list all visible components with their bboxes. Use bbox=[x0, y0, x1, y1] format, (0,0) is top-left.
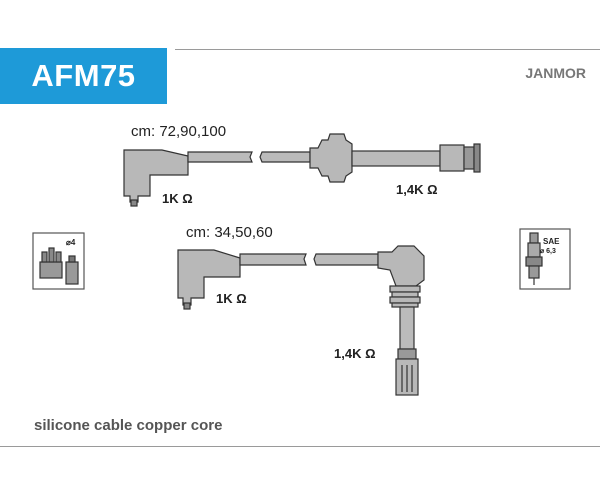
header-divider bbox=[175, 49, 600, 50]
cable-1-left-boot bbox=[123, 149, 189, 207]
brand-name: JANMOR bbox=[525, 65, 586, 81]
cable-2-right-connector bbox=[377, 245, 425, 396]
cable-2-lengths-label: cm: 34,50,60 bbox=[186, 224, 273, 241]
cable-1-lengths-label: cm: 72,90,100 bbox=[131, 123, 226, 140]
spark-plug-icon bbox=[519, 228, 571, 290]
cable-2-wire bbox=[239, 253, 379, 266]
product-code-badge: AFM75 bbox=[0, 48, 167, 104]
product-code: AFM75 bbox=[31, 58, 136, 93]
spark-plug-size-label: ⌀ 6,3 bbox=[540, 248, 556, 255]
cable-2-resistance-left: 1K Ω bbox=[216, 291, 247, 306]
cable-2-left-boot bbox=[177, 249, 241, 310]
cable-description: silicone cable copper core bbox=[34, 417, 223, 434]
footer-divider bbox=[0, 446, 600, 447]
cable-1-right-connector bbox=[309, 133, 481, 183]
cable-2-resistance-bottom: 1,4K Ω bbox=[334, 346, 376, 361]
spark-plug-standard-label: SAE bbox=[543, 237, 560, 246]
distributor-cap-icon bbox=[32, 232, 85, 290]
cable-1-wire bbox=[187, 151, 311, 163]
cable-1-resistance-left: 1K Ω bbox=[162, 191, 193, 206]
cable-1-resistance-right: 1,4K Ω bbox=[396, 182, 438, 197]
distributor-size-label: ⌀4 bbox=[66, 238, 76, 247]
